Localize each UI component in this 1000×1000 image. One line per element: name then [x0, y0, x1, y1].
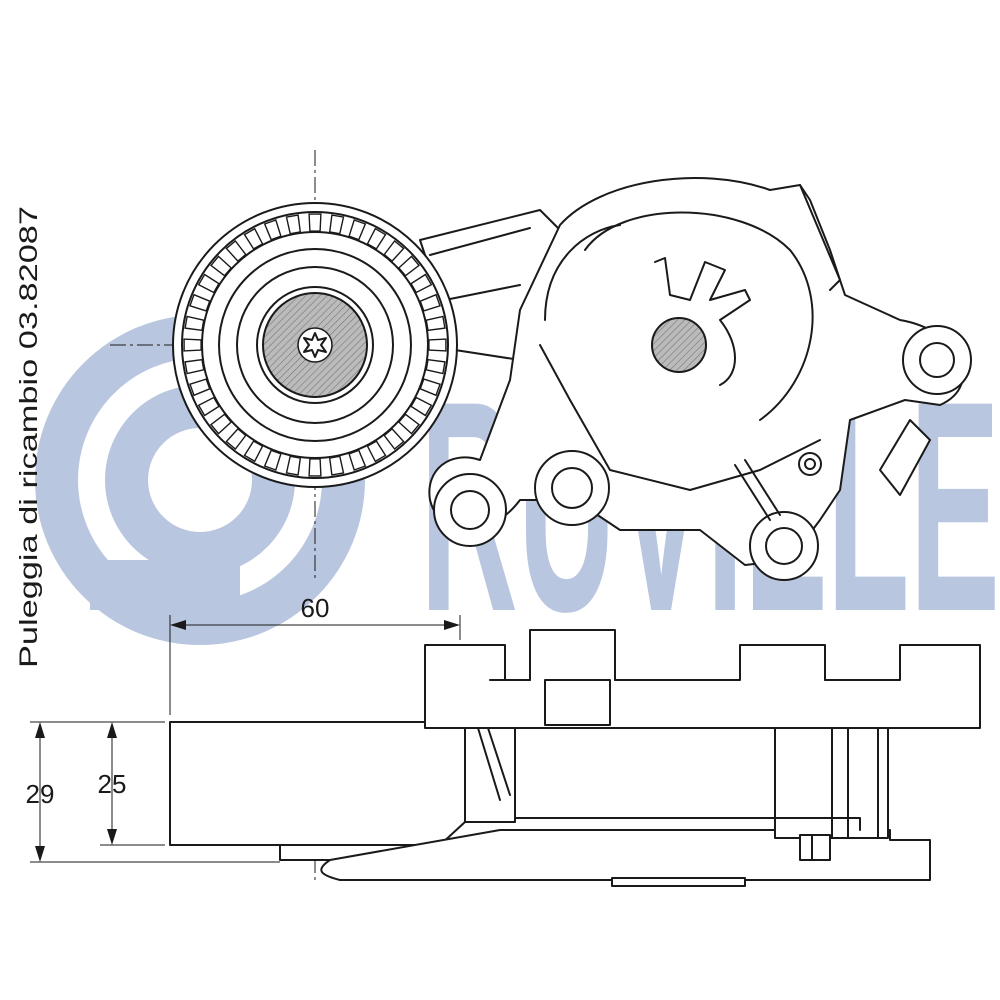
mount-hole-right: [919, 342, 955, 378]
side-flange-center-block: [544, 679, 611, 726]
dimension-width: 60: [169, 593, 461, 715]
bearing-roller: [308, 213, 322, 232]
torx-bolt-icon: [303, 332, 327, 358]
side-housing-body: [514, 727, 776, 819]
tab-lug: [879, 419, 931, 496]
side-neck-ribs: [477, 727, 511, 801]
tensioner-arm-body: [419, 176, 972, 581]
outer-height-arrow-bottom: [35, 846, 45, 862]
bearing-roller: [183, 338, 202, 352]
indicator-stud: [798, 452, 822, 476]
outer-height-arrow-top: [35, 722, 45, 738]
pivot-hub-hatched: [651, 317, 707, 373]
dimension-heights: 29 25: [26, 721, 280, 863]
housing-lower-contour: [539, 344, 821, 491]
mount-hole-center: [551, 467, 593, 509]
pulley-arm-ribs: [429, 227, 531, 301]
mount-boss-right: [902, 325, 972, 395]
mount-boss-left: [433, 473, 507, 547]
side-base-plate: [320, 829, 931, 881]
housing-top-flange: [799, 184, 841, 291]
bearing-roller: [428, 338, 447, 352]
torx-recess: [297, 327, 333, 363]
indicator-slot: [734, 459, 781, 521]
mount-hole-bottom: [765, 527, 803, 565]
inner-height-arrow-top: [107, 722, 117, 738]
mount-boss-bottom: [749, 511, 819, 581]
mount-hole-left: [450, 490, 490, 530]
width-dimension-label: 60: [301, 593, 330, 623]
side-bottom-boss: [611, 877, 746, 887]
width-arrow-left: [170, 620, 186, 630]
pulley-groove-inner: [236, 266, 394, 424]
pulley-rim-inner: [181, 211, 449, 479]
pulley: [172, 202, 458, 488]
side-neck: [464, 727, 516, 823]
side-housing-lines: [831, 727, 879, 839]
housing-inner-contour: [584, 211, 814, 421]
side-housing-bottom-edge: [519, 817, 861, 831]
side-pulley-body: [169, 721, 466, 846]
width-arrow-right: [444, 620, 460, 630]
pulley-groove-outer: [218, 248, 412, 442]
logo-tail: [90, 560, 240, 610]
inner-height-arrow-bottom: [107, 829, 117, 845]
outer-height-label: 29: [26, 779, 55, 809]
bearing-cage-inner-edge: [201, 231, 429, 459]
replacement-pulley-note: Puleggia di ricambio 03.82087: [15, 206, 43, 668]
side-stud: [799, 834, 831, 861]
side-view: [169, 629, 981, 887]
pulley-hub-ring: [256, 286, 374, 404]
spring-guide-slot: [654, 257, 751, 386]
housing-left-contour: [544, 224, 621, 321]
bearing-roller: [308, 458, 322, 477]
mount-boss-center: [534, 450, 610, 526]
indicator-stud-core: [804, 458, 816, 470]
inner-height-label: 25: [98, 769, 127, 799]
